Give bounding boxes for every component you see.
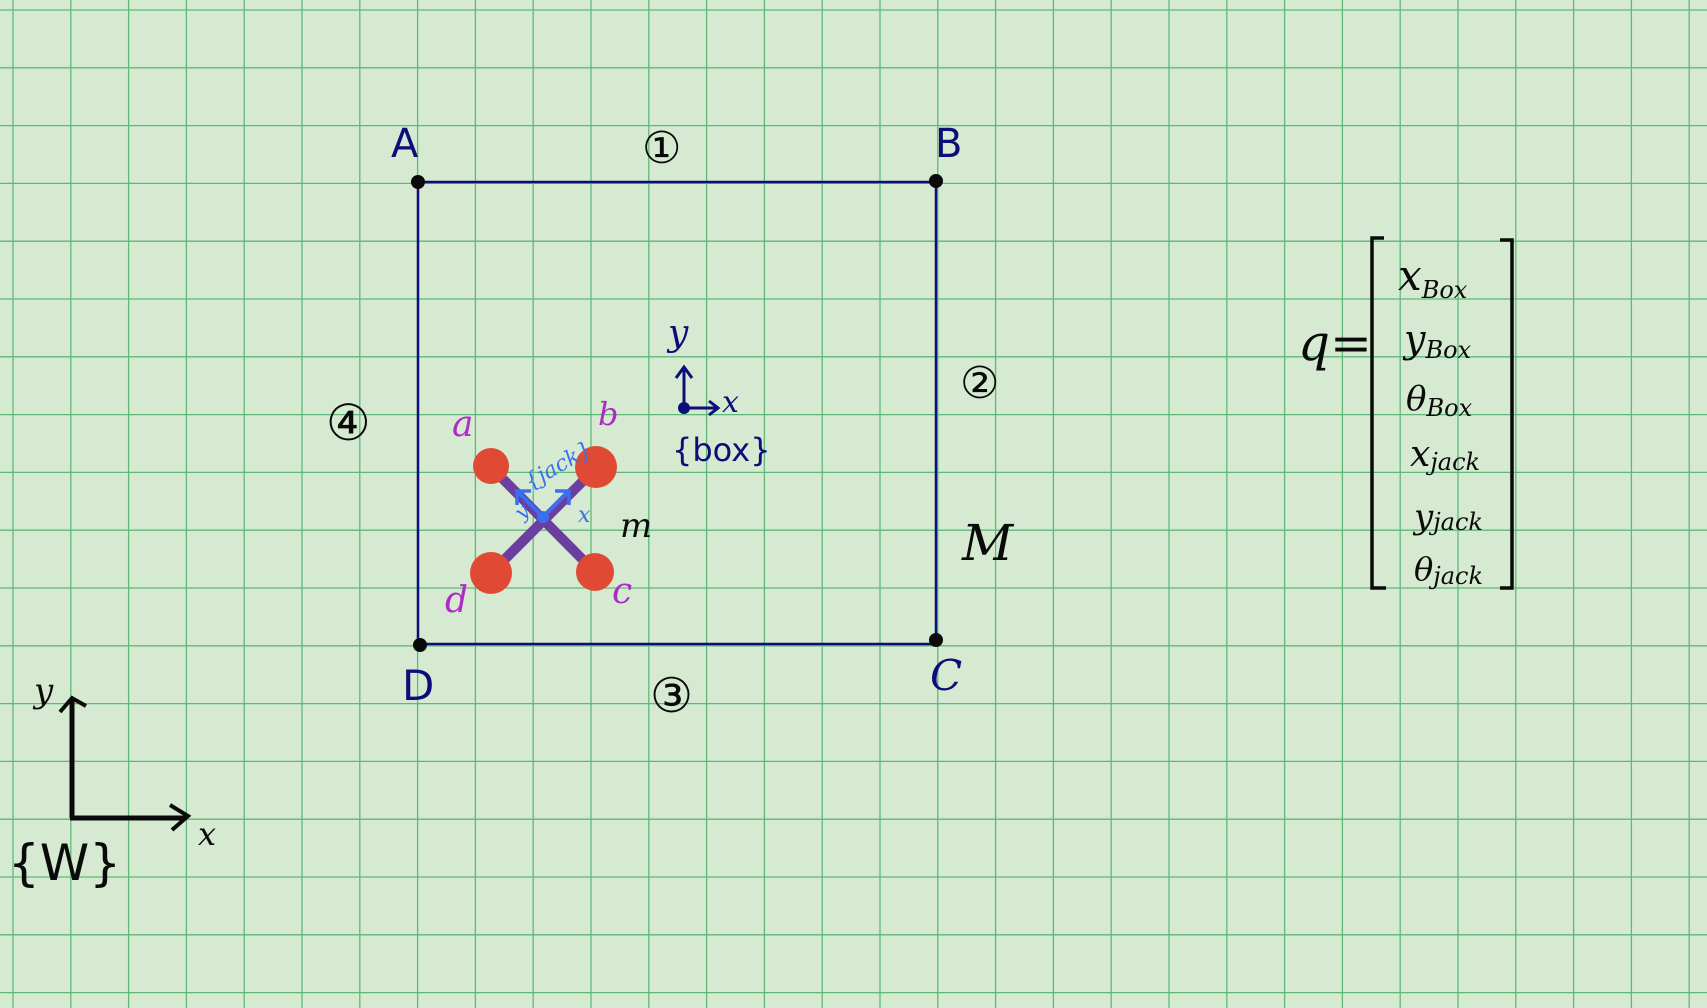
corner-a-point (411, 175, 425, 189)
box-frame-x-arrowhead (708, 399, 721, 417)
corner-d-label: D (402, 661, 434, 710)
corner-a-label: A (391, 121, 419, 167)
jack-frame-x-arrowhead (555, 489, 571, 505)
box-mass-label: M (961, 514, 1015, 572)
jack-end-a-label: a (452, 404, 473, 445)
box-frame-origin (678, 402, 690, 414)
jack-ball-b (575, 446, 617, 488)
side-4-label: ④ (326, 394, 371, 452)
jack-ball-c (576, 553, 614, 591)
jack-ball-d (470, 552, 512, 594)
corner-b-label: B (935, 121, 962, 167)
box: A B C D ① ② ③ ④ M y x {box} (326, 121, 1015, 724)
jack-frame-origin (537, 511, 549, 523)
box-frame-y-arrowhead (674, 364, 694, 379)
box-outline (416, 180, 938, 646)
jack-end-d-label: d (445, 580, 468, 621)
corner-c-label: C (930, 651, 962, 700)
box-frame-x-label: x (722, 385, 739, 420)
jack-end-b-label: b (598, 395, 618, 433)
right-bracket (1500, 238, 1514, 590)
jack-ball-a (473, 448, 509, 484)
world-frame-y-label: y (32, 671, 54, 711)
box-frame-y-label: y (666, 313, 689, 354)
jack-frame-x-label: x (578, 503, 591, 528)
jack-mass-label: m (620, 506, 652, 546)
side-1-label: ① (642, 123, 681, 174)
corner-b-point (929, 174, 943, 188)
side-3-label: ③ (650, 668, 693, 724)
world-frame: y x {W} (8, 671, 216, 892)
world-frame-name: {W} (8, 834, 121, 892)
state-entry-x-jack: xjack (1410, 434, 1480, 476)
state-entry-y-jack: yjack (1412, 497, 1483, 537)
state-vector: q= xBox yBox θBox xjack yjack θjack (1298, 236, 1514, 590)
corner-c-point (929, 633, 943, 647)
state-entry-y-box: yBox (1402, 317, 1472, 364)
box-frame: y x {box} (666, 313, 771, 469)
world-frame-y-arrowhead (58, 695, 87, 714)
state-entry-theta-jack: θjack (1414, 550, 1483, 590)
box-frame-name: {box} (672, 431, 771, 469)
jack-end-c-label: c (612, 571, 632, 612)
world-frame-x-label: x (198, 815, 216, 853)
jack-frame-y-arrowhead (515, 489, 531, 505)
state-entry-theta-box: θBox (1406, 379, 1473, 422)
state-entry-x-box: xBox (1398, 251, 1468, 304)
left-bracket (1370, 236, 1386, 590)
world-frame-x-arrowhead (168, 803, 192, 832)
corner-d-point (413, 638, 427, 652)
state-vector-lhs: q= (1298, 314, 1372, 372)
side-2-label: ② (960, 358, 999, 409)
